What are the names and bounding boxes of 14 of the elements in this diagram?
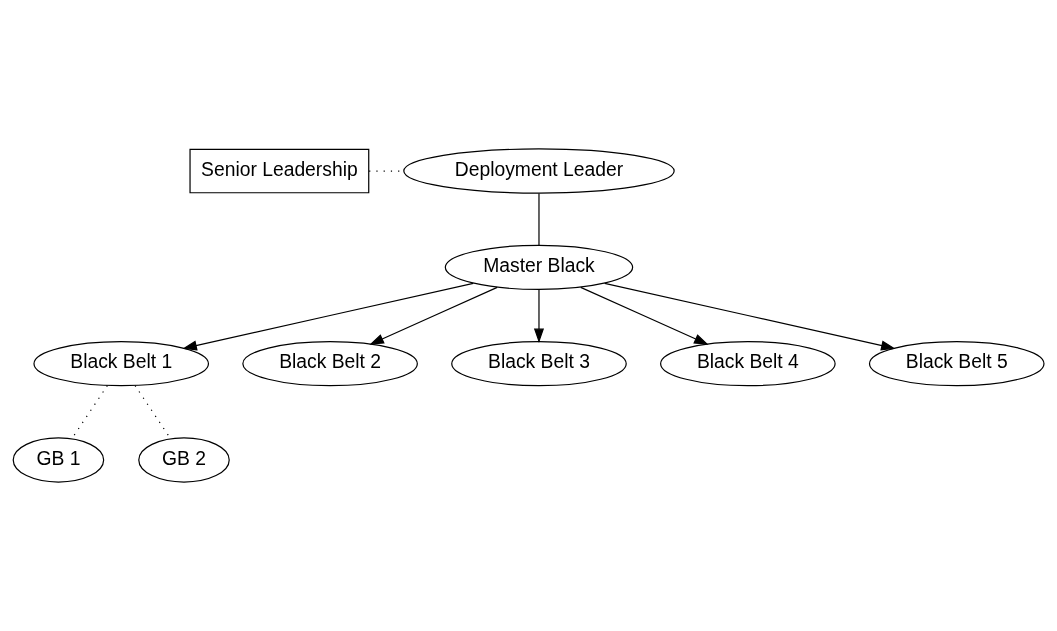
- arrow: [604, 282, 896, 351]
- node-ellipse: Master Black: [444, 244, 634, 290]
- node-ellipse: GB 1: [12, 437, 105, 483]
- node-ellipse: Deployment Leader: [403, 148, 675, 194]
- node-ellipse: Black Belt 4: [660, 341, 836, 387]
- arrow: [182, 282, 474, 351]
- node-ellipse: Black Belt 2: [242, 341, 418, 387]
- connector: [538, 192, 540, 246]
- node-ellipse: GB 2: [138, 437, 230, 483]
- node-ellipse: Black Belt 3: [451, 341, 627, 387]
- node-box: Senior Leadership: [189, 148, 370, 194]
- arrow: [533, 289, 545, 344]
- arrow: [580, 286, 709, 345]
- arrow: [369, 286, 498, 345]
